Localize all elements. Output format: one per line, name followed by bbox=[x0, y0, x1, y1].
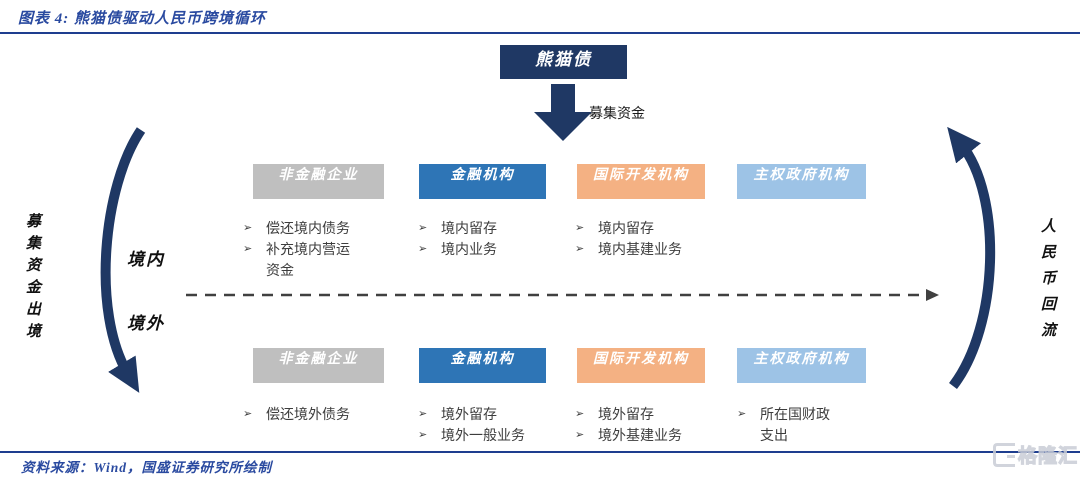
list-item: ➢ 境内基建业务 bbox=[575, 239, 722, 260]
bullet-arrow-icon: ➢ bbox=[575, 222, 585, 234]
list-item: ➢ 补充境内营运资金 bbox=[243, 239, 358, 281]
bullet-arrow-icon: ➢ bbox=[737, 408, 747, 420]
bullet-arrow-icon: ➢ bbox=[243, 243, 253, 255]
bullet-arrow-icon: ➢ bbox=[418, 429, 428, 441]
funds-arrow-label: 募集资金 bbox=[589, 105, 645, 121]
bullet-list-nonfinancial-domestic: ➢ 偿还境内债务 ➢ 补充境内营运资金 bbox=[243, 218, 358, 281]
footer-rule bbox=[0, 451, 1080, 453]
right-curve-arrow-icon bbox=[947, 126, 996, 390]
bullet-arrow-icon: ➢ bbox=[575, 408, 585, 420]
bullet-arrow-icon: ➢ bbox=[418, 408, 428, 420]
bullet-list-intl-dev-overseas: ➢ 境外留存 ➢ 境外基建业务 bbox=[575, 404, 722, 446]
left-flow-label: 募集资金出境 bbox=[24, 213, 40, 345]
header-rule bbox=[0, 32, 1080, 34]
entity-box-intl-dev-overseas: 国际开发机构 bbox=[577, 348, 705, 383]
list-item: ➢ 境外一般业务 bbox=[418, 425, 551, 446]
funds-down-arrow-icon bbox=[534, 84, 592, 141]
domestic-label: 境内 bbox=[127, 250, 165, 269]
figure-title: 图表 4: 熊猫债驱动人民币跨境循环 bbox=[18, 11, 266, 27]
bullet-list-intl-dev-domestic: ➢ 境内留存 ➢ 境内基建业务 bbox=[575, 218, 722, 260]
list-item: ➢ 所在国财政支出 bbox=[737, 404, 840, 446]
list-item: ➢ 境外基建业务 bbox=[575, 425, 722, 446]
bullet-arrow-icon: ➢ bbox=[575, 243, 585, 255]
list-item: ➢ 偿还境外债务 bbox=[243, 404, 376, 425]
list-item: ➢ 境内留存 bbox=[575, 218, 722, 239]
bullet-list-financial-overseas: ➢ 境外留存 ➢ 境外一般业务 bbox=[418, 404, 551, 446]
bullet-list-sovereign-overseas: ➢ 所在国财政支出 bbox=[737, 404, 840, 446]
entity-box-financial-domestic: 金融机构 bbox=[419, 164, 546, 199]
source-note: 资料来源：Wind，国盛证券研究所绘制 bbox=[21, 460, 273, 475]
bullet-list-nonfinancial-overseas: ➢ 偿还境外债务 bbox=[243, 404, 376, 425]
bullet-arrow-icon: ➢ bbox=[243, 222, 253, 234]
list-item: ➢ 偿还境内债务 bbox=[243, 218, 358, 239]
entity-box-financial-overseas: 金融机构 bbox=[419, 348, 546, 383]
list-item: ➢ 境外留存 bbox=[418, 404, 551, 425]
bullet-arrow-icon: ➢ bbox=[418, 243, 428, 255]
gelonghui-watermark: 格隆汇 bbox=[992, 441, 1078, 468]
bullet-arrow-icon: ➢ bbox=[418, 222, 428, 234]
entity-box-intl-dev-domestic: 国际开发机构 bbox=[577, 164, 705, 199]
gelonghui-logo-text: 格隆汇 bbox=[1017, 445, 1078, 467]
entity-box-sovereign-overseas: 主权政府机构 bbox=[737, 348, 866, 383]
entity-box-nonfinancial-domestic: 非金融企业 bbox=[253, 164, 384, 199]
list-item: ➢ 境内业务 bbox=[418, 239, 551, 260]
entity-box-nonfinancial-overseas: 非金融企业 bbox=[253, 348, 384, 383]
bullet-list-financial-domestic: ➢ 境内留存 ➢ 境内业务 bbox=[418, 218, 551, 260]
list-item: ➢ 境外留存 bbox=[575, 404, 722, 425]
bullet-arrow-icon: ➢ bbox=[575, 429, 585, 441]
right-flow-label: 人民币回流 bbox=[1039, 218, 1055, 348]
entity-box-sovereign-domestic: 主权政府机构 bbox=[737, 164, 866, 199]
gelonghui-logo-icon bbox=[992, 442, 1015, 467]
panda-bond-box: 熊猫债 bbox=[500, 45, 627, 79]
overseas-label: 境外 bbox=[127, 314, 165, 333]
list-item: ➢ 境内留存 bbox=[418, 218, 551, 239]
bullet-arrow-icon: ➢ bbox=[243, 408, 253, 420]
